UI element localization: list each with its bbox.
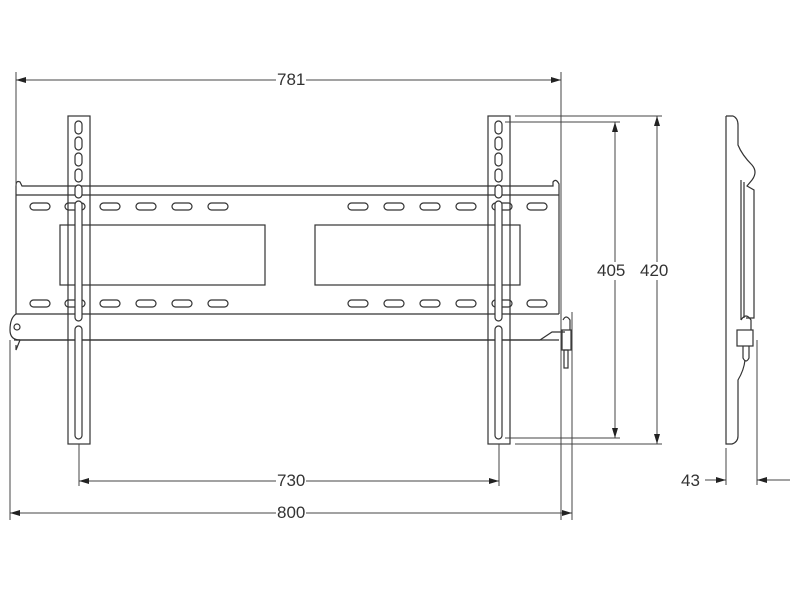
dimension-label-781: 781: [276, 70, 307, 89]
right-arm: [487, 115, 511, 445]
slot-row-bottom: [29, 299, 548, 308]
padlock-front: [561, 316, 572, 369]
dimension-label-730: 730: [276, 471, 307, 490]
left-arm: [67, 115, 91, 445]
side-view: [725, 115, 756, 445]
dimension-label-800: 800: [276, 503, 307, 522]
dimension-label-43: 43: [680, 471, 701, 490]
dimension-label-405: 405: [596, 261, 627, 280]
dimension-label-420: 420: [639, 261, 670, 280]
wall-plate: [9, 179, 565, 351]
slot-row-top: [29, 202, 548, 211]
